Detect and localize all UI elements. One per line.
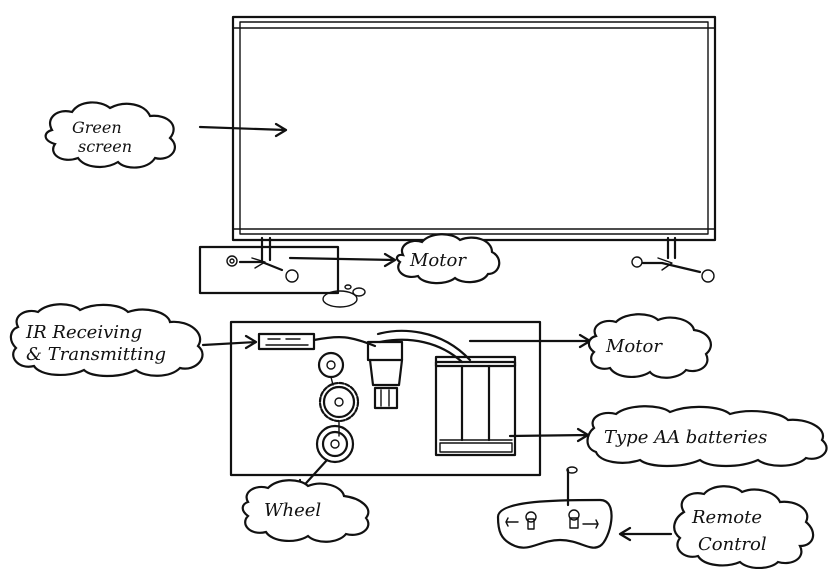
arrow-motor-right (470, 335, 590, 347)
ir-label: IR Receiving (25, 322, 142, 343)
remote-label-line2: Control (698, 534, 767, 555)
green-screen-frame (233, 17, 715, 240)
wheel-label: Wheel (264, 500, 321, 521)
arrow-motor-top (290, 254, 395, 266)
motor-mechanism-right (632, 257, 714, 282)
thought-bubbles (323, 285, 365, 307)
arrow-green-screen (200, 124, 286, 136)
green-screen-label: Green (72, 118, 122, 137)
internal-motor (368, 342, 402, 408)
arrow-remote (620, 528, 671, 540)
gear-small (319, 353, 343, 377)
labels: Green screen Motor IR Receiving & Transm… (25, 118, 767, 555)
arrow-batteries (510, 429, 588, 441)
ir-module (259, 334, 314, 349)
motor-top-label: Motor (409, 250, 467, 271)
green-screen-label-line2: screen (78, 137, 132, 156)
batteries-label: Type AA batteries (604, 427, 767, 448)
motor-right-label: Motor (605, 336, 663, 357)
battery-pack (436, 357, 515, 455)
remote-label: Remote (691, 507, 762, 528)
wheel (317, 426, 353, 462)
ir-label-line2: & Transmitting (26, 344, 166, 365)
remote-control (498, 467, 612, 548)
arrow-ir (203, 336, 256, 348)
